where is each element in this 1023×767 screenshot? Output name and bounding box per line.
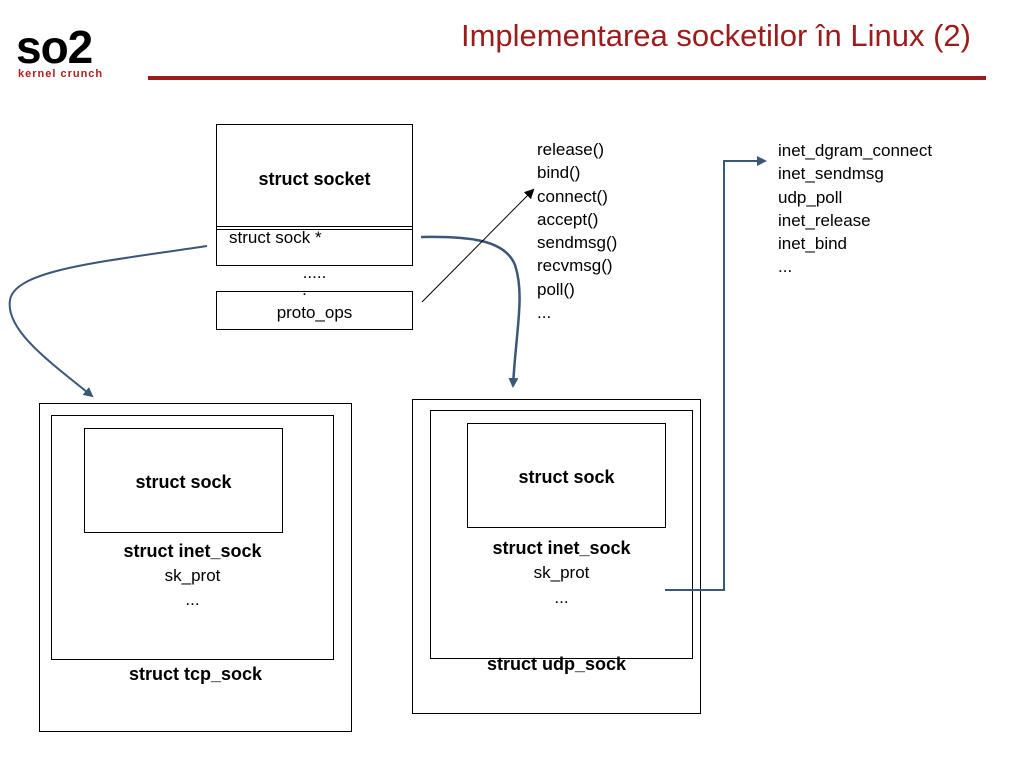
arrow-sock-to-tcp: [8, 245, 208, 398]
socket-ellipsis: .....: [302, 263, 327, 282]
struct-sock-title: struct sock: [135, 472, 232, 492]
field-struct-sock-ptr: struct sock *: [229, 228, 322, 247]
struct-tcp-sock-title: struct tcp_sock: [128, 664, 263, 684]
struct-inet-sock-title: struct inet_sock: [492, 538, 631, 558]
list-item: ...: [778, 257, 793, 277]
list-item: bind(): [537, 163, 581, 183]
arrow-sk-prot-to-inet-ops: [665, 156, 767, 591]
list-item: ...: [537, 303, 552, 323]
list-item: release(): [537, 140, 605, 159]
struct-sock-box: struct sock: [84, 428, 283, 533]
struct-inet-sock-title: struct inet_sock: [123, 541, 262, 561]
inet-sock-ellipsis: ...: [185, 590, 200, 609]
struct-sock-box: struct sock: [467, 423, 666, 528]
list-item: recvmsg(): [537, 256, 613, 276]
list-item: connect(): [537, 186, 608, 206]
list-item: inet_bind: [778, 234, 848, 254]
list-item: accept(): [537, 209, 599, 229]
title-underline: [148, 76, 986, 80]
struct-inet-sock-box: struct sock struct inet_sock sk_prot ...: [430, 410, 693, 659]
proto-ops-function-list: release() bind() connect() accept() send…: [537, 138, 617, 324]
list-item: poll(): [537, 279, 575, 299]
sk-prot-field: sk_prot: [533, 563, 590, 582]
inet-ops-function-list: inet_dgram_connect inet_sendmsg udp_poll…: [778, 139, 932, 279]
socket-ellipsis-dot: .: [302, 280, 307, 299]
struct-socket-box: struct socket struct sock *: [216, 124, 413, 266]
struct-inet-sock-box: struct sock struct inet_sock sk_prot ...: [51, 415, 334, 660]
logo: so2: [16, 21, 93, 73]
sk-prot-field: sk_prot: [164, 566, 221, 585]
list-item: inet_dgram_connect: [778, 141, 933, 160]
list-item: udp_poll: [778, 187, 843, 207]
struct-socket-title: struct socket: [258, 169, 371, 189]
proto-ops-box: proto_ops: [216, 291, 413, 330]
socket-divider: [217, 226, 412, 230]
struct-udp-sock-title: struct udp_sock: [486, 654, 627, 674]
struct-udp-sock-box: struct sock struct inet_sock sk_prot ...…: [412, 399, 701, 714]
list-item: inet_release: [778, 210, 871, 230]
slide-title: Implementarea socketilor în Linux (2): [460, 18, 971, 53]
struct-tcp-sock-box: struct sock struct inet_sock sk_prot ...…: [39, 403, 352, 732]
arrow-sock-to-udp: [420, 235, 521, 388]
arrow-proto-ops-to-list: [421, 188, 535, 303]
proto-ops-label: proto_ops: [276, 303, 353, 322]
struct-sock-title: struct sock: [518, 467, 615, 487]
logo-subtitle: kernel crunch: [18, 68, 104, 80]
list-item: inet_sendmsg: [778, 164, 884, 184]
inet-sock-ellipsis: ...: [554, 588, 569, 607]
list-item: sendmsg(): [537, 233, 618, 253]
